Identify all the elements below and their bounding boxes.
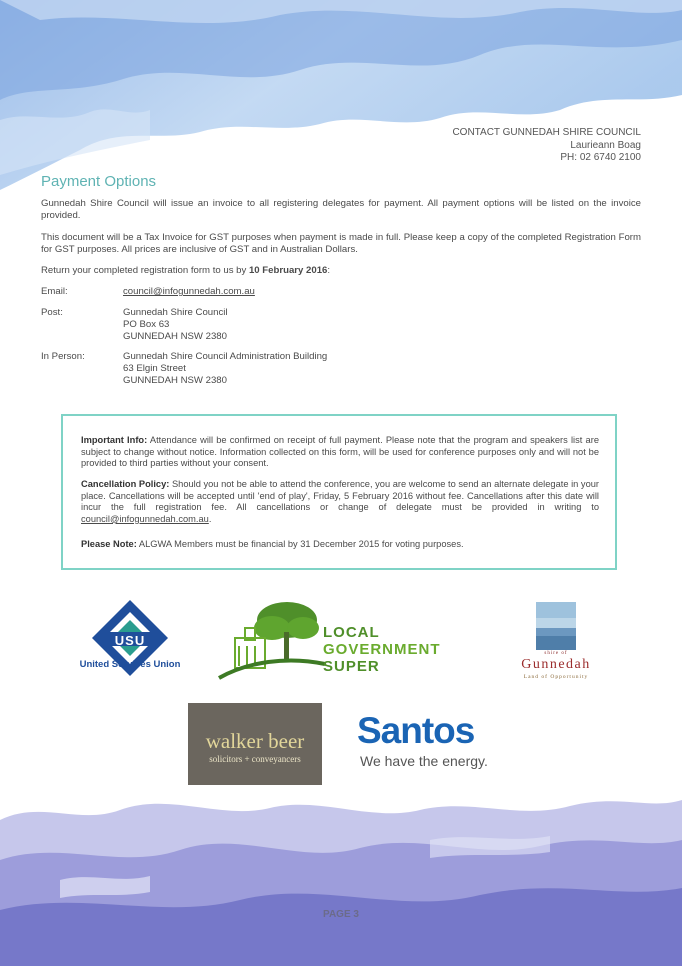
santos-logo: Santos We have the energy. — [357, 710, 507, 776]
page-number: PAGE 3 — [323, 909, 359, 920]
return-suffix: : — [327, 265, 331, 276]
tax-invoice-paragraph: This document will be a Tax Invoice for … — [41, 232, 641, 255]
watercolour-footer — [0, 800, 682, 966]
note-text: ALGWA Members must be financial by 31 De… — [136, 539, 464, 549]
cancellation-policy: Cancellation Policy: Should you not be a… — [81, 479, 599, 525]
note-label: Please Note: — [81, 539, 137, 549]
important-text: Attendance will be confirmed on receipt … — [81, 435, 599, 469]
watercolour-header — [0, 0, 682, 190]
please-note: Please Note: ALGWA Members must be finan… — [81, 539, 599, 551]
contact-title: CONTACT GUNNEDAH SHIRE COUNCIL — [452, 127, 641, 138]
important-label: Important Info: — [81, 435, 148, 445]
post-label: Post: — [41, 307, 63, 318]
contact-block: CONTACT GUNNEDAH SHIRE COUNCIL Laurieann… — [452, 127, 641, 165]
lgs-wordmark: LOCAL GOVERNMENT SUPER — [323, 624, 441, 675]
cancellation-email-link[interactable]: council@infogunnedah.com.au — [81, 513, 209, 524]
post-line: GUNNEDAH NSW 2380 — [123, 331, 227, 342]
post-address: Gunnedah Shire Council PO Box 63 GUNNEDA… — [123, 307, 228, 343]
in-person-line: Gunnedah Shire Council Administration Bu… — [123, 351, 328, 362]
return-date: 10 February 2016 — [248, 265, 328, 276]
santos-tagline: We have the energy. — [360, 753, 488, 769]
email-label: Email: — [41, 286, 68, 297]
invoice-paragraph: Gunnedah Shire Council will issue an inv… — [41, 198, 641, 221]
walker-beer-logo: walker beer solicitors + conveyancers — [188, 703, 322, 785]
return-paragraph: Return your completed registration form … — [41, 265, 641, 277]
email-link[interactable]: council@infogunnedah.com.au — [123, 286, 255, 297]
gunnedah-tagline: Land of Opportunity — [523, 674, 589, 680]
post-line: Gunnedah Shire Council — [123, 307, 228, 318]
contact-phone: PH: 02 6740 2100 — [560, 152, 641, 163]
in-person-label: In Person: — [41, 351, 85, 362]
return-prefix: Return your completed registration form … — [41, 265, 249, 276]
lgs-logo: LOCAL GOVERNMENT SUPER — [217, 598, 469, 682]
cancellation-end: . — [208, 513, 212, 524]
santos-name: Santos — [357, 710, 475, 751]
usu-name: United Services Union — [79, 659, 181, 670]
cancellation-text: Should you not be able to attend the con… — [81, 479, 600, 513]
important-info: Important Info: Attendance will be confi… — [81, 435, 599, 470]
cancellation-label: Cancellation Policy: — [81, 479, 170, 489]
in-person-line: GUNNEDAH NSW 2380 — [123, 375, 227, 386]
lgs-line2: GOVERNMENT — [323, 641, 441, 658]
contact-person: Laurieann Boag — [570, 139, 641, 151]
info-box: Important Info: Attendance will be confi… — [61, 414, 617, 570]
usu-logo: USU United Services Union — [78, 598, 182, 684]
gunnedah-logo: shire of Gunnedah Land of Opportunity — [512, 600, 600, 682]
usu-mark: USU — [114, 633, 146, 648]
in-person-line: 63 Elgin Street — [123, 363, 186, 374]
post-line: PO Box 63 — [123, 319, 170, 330]
lgs-line3: SUPER — [323, 658, 380, 675]
tree-icon — [218, 602, 326, 680]
walker-name: walker beer — [205, 729, 305, 753]
walker-sub: solicitors + conveyancers — [209, 754, 301, 764]
page-heading: Payment Options — [41, 173, 157, 190]
gunnedah-name: Gunnedah — [521, 657, 591, 672]
lgs-line1: LOCAL — [323, 624, 380, 641]
gunnedah-top: shire of — [544, 651, 568, 656]
email-value-wrap: council@infogunnedah.com.au — [123, 286, 255, 298]
in-person-address: Gunnedah Shire Council Administration Bu… — [123, 351, 327, 387]
